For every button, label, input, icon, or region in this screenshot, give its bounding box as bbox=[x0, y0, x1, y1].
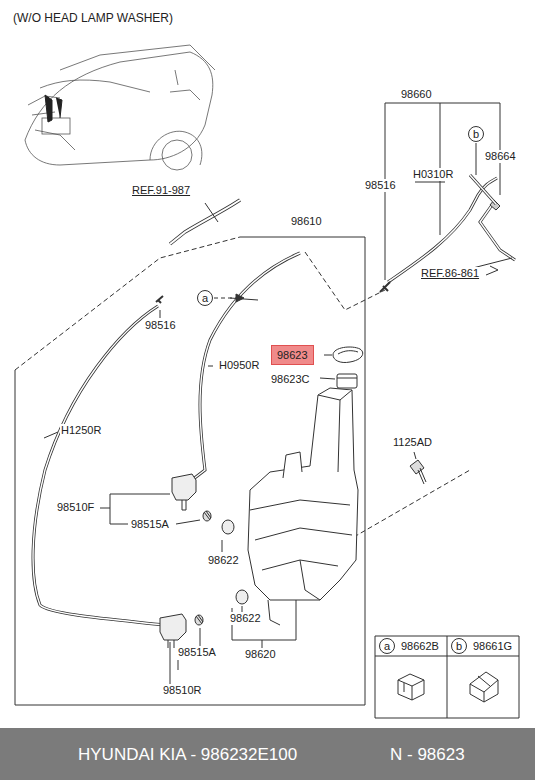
callout-number: H1250R bbox=[60, 424, 102, 437]
callout-number: 1125AD bbox=[392, 436, 433, 449]
clip-icons bbox=[398, 672, 498, 702]
reference-label: REF.86-861 bbox=[420, 267, 480, 280]
callout-number: 98661G bbox=[473, 640, 512, 652]
callout-letter: a bbox=[384, 640, 390, 652]
callout-number: 98620 bbox=[244, 648, 277, 661]
callout-number: 98622 bbox=[207, 554, 240, 567]
callout-number: 98662B bbox=[401, 640, 439, 652]
reference-label: REF.91-987 bbox=[131, 184, 191, 197]
callout-circle: a bbox=[197, 290, 213, 306]
callout-letter: b bbox=[473, 128, 479, 140]
part-number-text: N - 98623 bbox=[390, 745, 465, 765]
callout-letter: a bbox=[202, 292, 208, 304]
pump-front bbox=[172, 474, 211, 521]
callout-number: 98664 bbox=[484, 150, 517, 163]
bolt bbox=[410, 452, 426, 484]
callout-number: 98515A bbox=[130, 518, 170, 531]
callout-number: H0310R bbox=[412, 168, 454, 181]
callout-number: 98516 bbox=[144, 319, 177, 332]
callout-number: 98660 bbox=[400, 88, 433, 101]
callout-number: 98510R bbox=[162, 684, 203, 697]
car-sketch bbox=[25, 45, 215, 170]
part-number-band: HYUNDAI KIA - 986232E100 N - 98623 bbox=[0, 728, 535, 780]
callout-letter: b bbox=[456, 640, 462, 652]
callout-number: 98516 bbox=[364, 179, 397, 192]
callout-number: 98610 bbox=[290, 215, 323, 228]
pump-rear bbox=[160, 614, 203, 648]
callout-circle: b bbox=[451, 638, 467, 654]
callout-number: 98623C bbox=[270, 373, 311, 386]
callout-number: 98623 bbox=[277, 349, 308, 361]
reservoir bbox=[248, 374, 358, 625]
callout-number: 98622 bbox=[229, 612, 262, 625]
callout-number: H0950R bbox=[218, 359, 260, 372]
highlight-box: 98623 bbox=[271, 345, 314, 365]
legend-cell: 98662B a bbox=[375, 636, 447, 718]
callout-circle: b bbox=[468, 126, 484, 142]
callout-number: (W/O HEAD LAMP WASHER) bbox=[12, 12, 174, 25]
callout-circle: a bbox=[379, 638, 395, 654]
callout-number: 98510F bbox=[56, 501, 95, 514]
part-number-text: HYUNDAI KIA - 986232E100 bbox=[78, 745, 297, 765]
part-number-band bbox=[0, 728, 535, 780]
legend-cell: 98661G b bbox=[447, 636, 519, 718]
callout-number: 98515A bbox=[177, 646, 217, 659]
